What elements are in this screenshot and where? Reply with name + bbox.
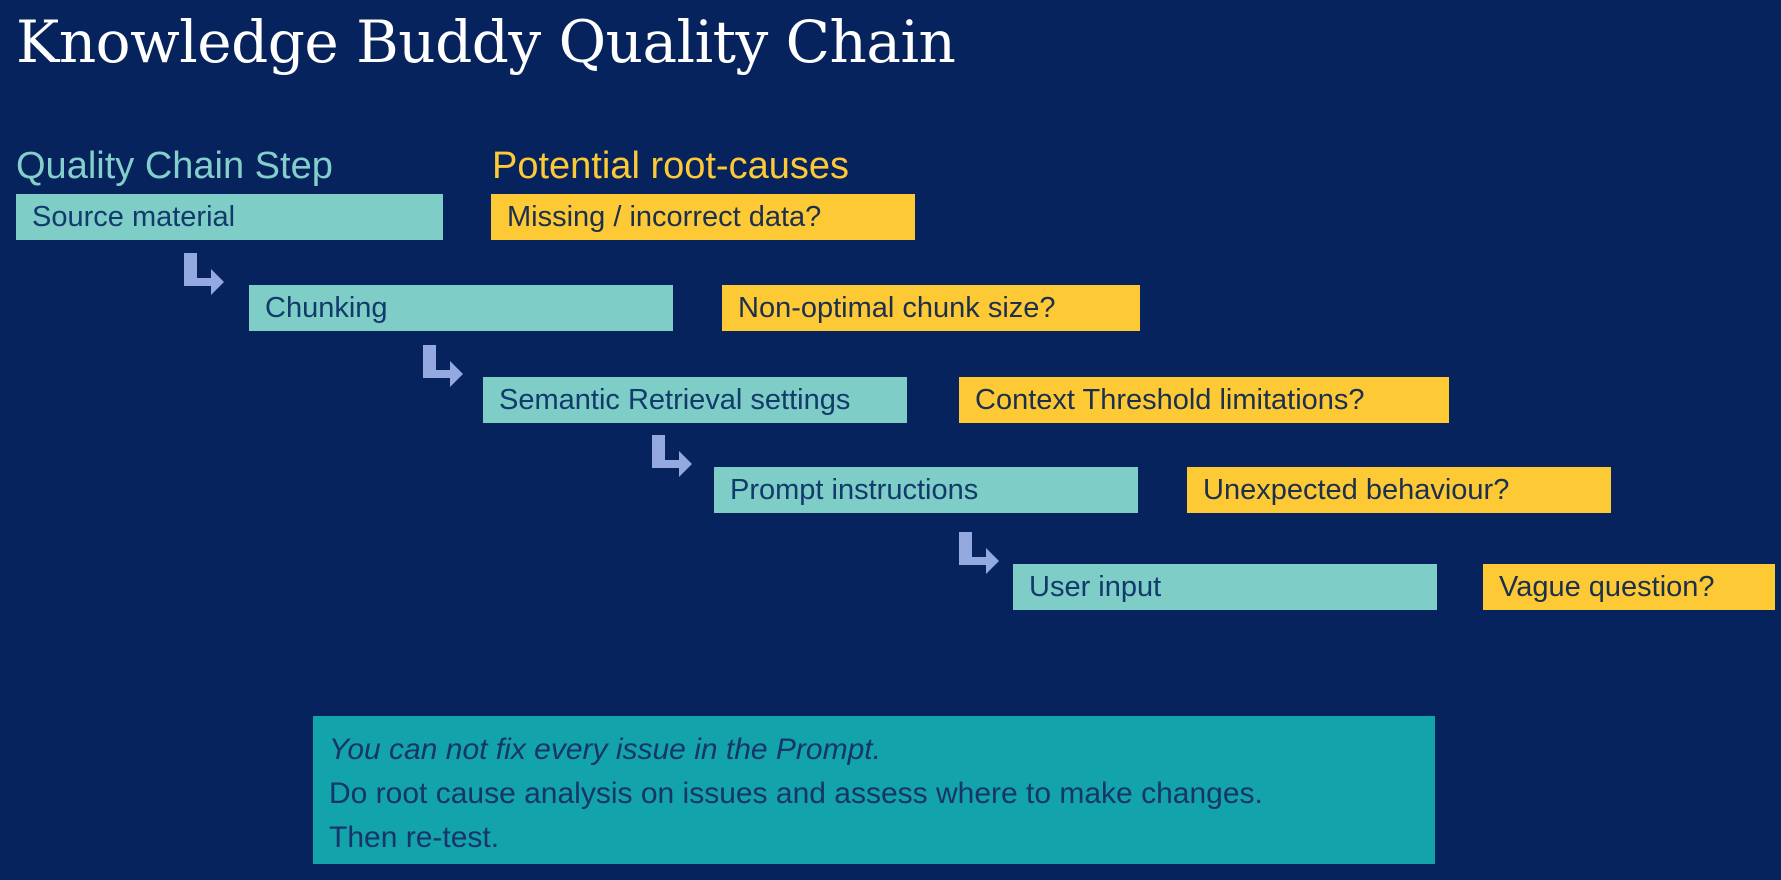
cause-box-vague-question[interactable]: Vague question? (1483, 564, 1775, 610)
step-box-source-material[interactable]: Source material (16, 194, 443, 240)
step-box-semantic-retrieval-settings[interactable]: Semantic Retrieval settings (483, 377, 907, 423)
chain-row: Prompt instructions Unexpected behaviour… (0, 435, 1781, 519)
column-header-potential-root-causes: Potential root-causes (492, 145, 849, 187)
elbow-arrow-icon (180, 251, 226, 297)
cause-box-non-optimal-chunk-size[interactable]: Non-optimal chunk size? (722, 285, 1140, 331)
callout-line-2: Do root cause analysis on issues and ass… (329, 777, 1263, 810)
elbow-arrow-icon (955, 530, 1001, 576)
column-header-quality-chain-step: Quality Chain Step (16, 145, 333, 187)
callout-line-1: You can not fix every issue in the Promp… (329, 733, 881, 766)
cause-box-missing-incorrect-data[interactable]: Missing / incorrect data? (491, 194, 915, 240)
step-box-chunking[interactable]: Chunking (249, 285, 673, 331)
elbow-arrow-icon (419, 343, 465, 389)
page-title: Knowledge Buddy Quality Chain (16, 8, 956, 76)
callout-line-3: Then re-test. (329, 821, 500, 854)
chain-row: Semantic Retrieval settings Context Thre… (0, 345, 1781, 429)
chain-row: User input Vague question? (0, 532, 1781, 616)
cause-box-unexpected-behaviour[interactable]: Unexpected behaviour? (1187, 467, 1611, 513)
elbow-arrow-icon (648, 433, 694, 479)
chain-row: Chunking Non-optimal chunk size? (0, 253, 1781, 337)
step-box-prompt-instructions[interactable]: Prompt instructions (714, 467, 1138, 513)
callout-box: You can not fix every issue in the Promp… (313, 716, 1435, 864)
cause-box-context-threshold-limitations[interactable]: Context Threshold limitations? (959, 377, 1449, 423)
step-box-user-input[interactable]: User input (1013, 564, 1437, 610)
chain-row: Source material Missing / incorrect data… (0, 194, 1781, 246)
